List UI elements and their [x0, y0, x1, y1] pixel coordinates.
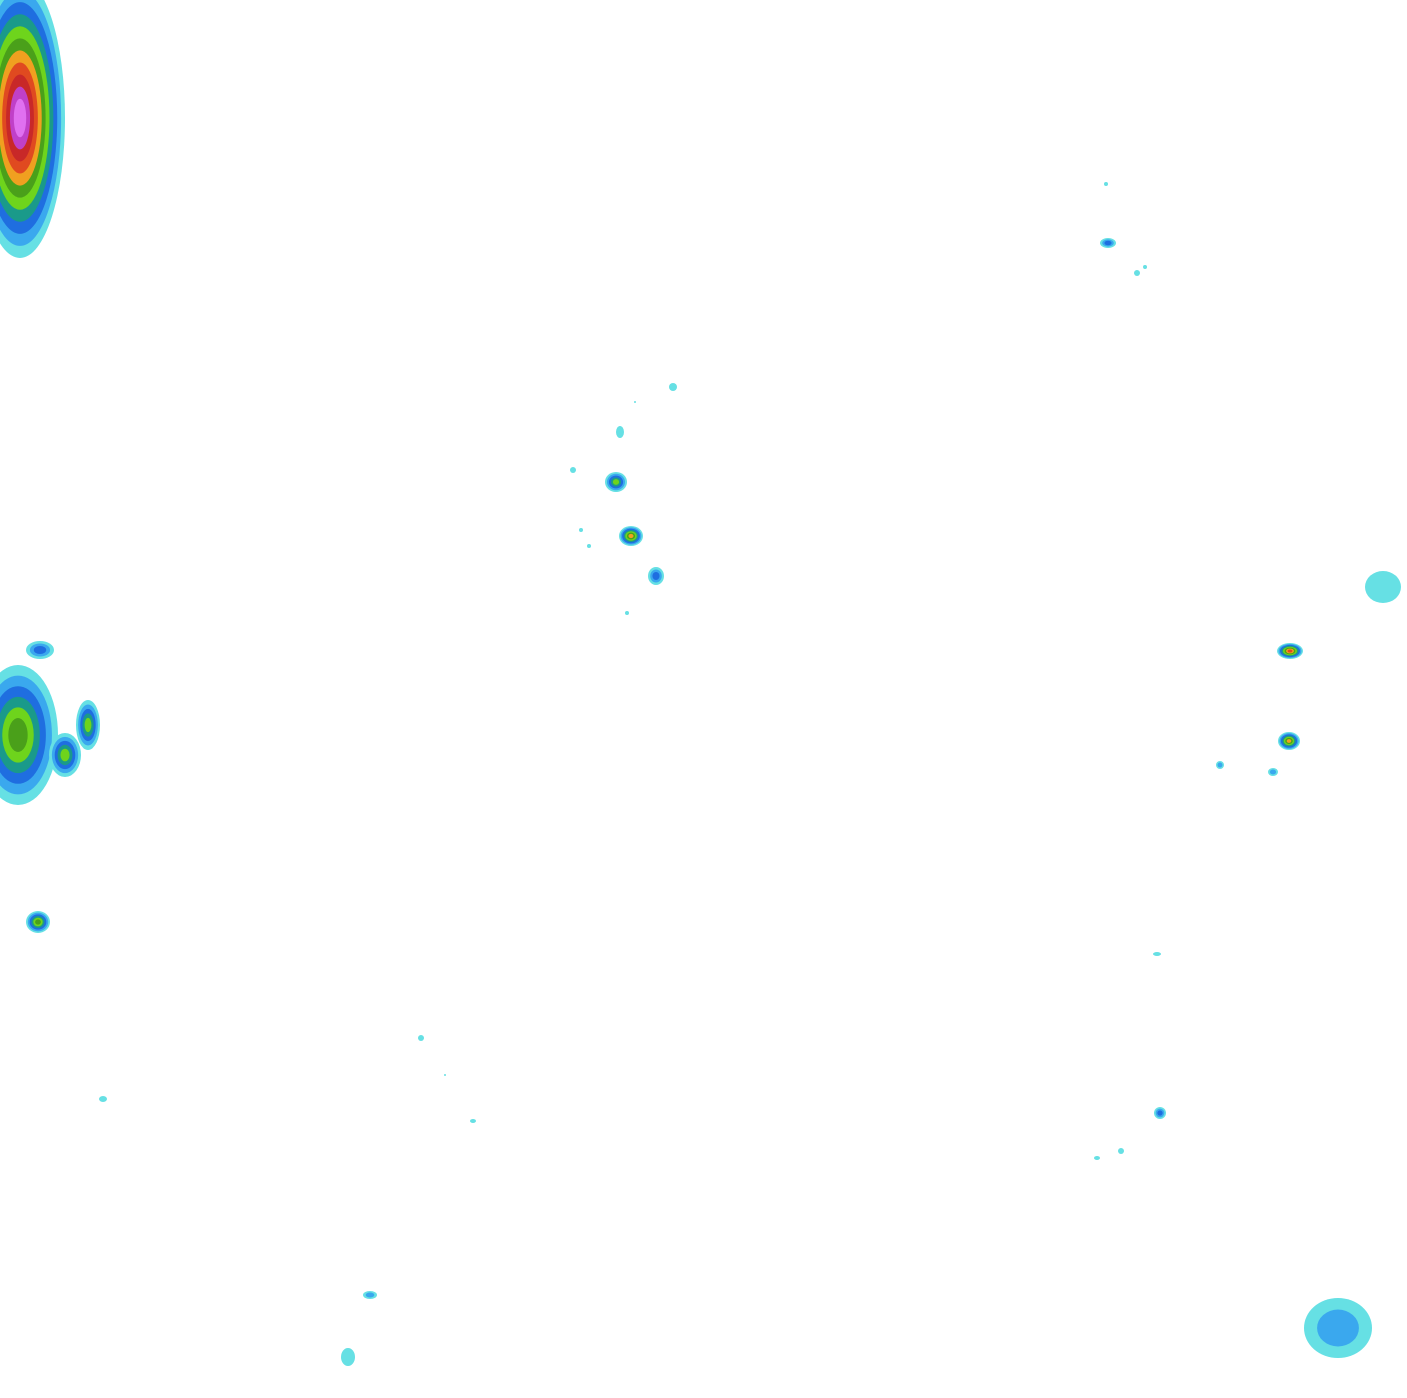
hotspot-center-dot-i [579, 528, 583, 532]
hotspot-bottom-right-blob [1304, 1298, 1372, 1358]
hotspot-center-dot-c [648, 567, 664, 585]
hotspot-left-upper-blob-b [49, 733, 81, 777]
hotspot-layer [0, 0, 1401, 1366]
hotspot-center-dot-a [605, 472, 627, 492]
hotspot-center-dot-d [616, 426, 624, 438]
hotspot-left-mid-dot [26, 911, 50, 933]
hotspot-center-dot-g [625, 611, 629, 615]
contour-level-5 [60, 748, 70, 762]
contour-level-1 [1094, 1156, 1100, 1160]
contour-level-1 [1104, 182, 1108, 186]
contour-level-1 [1153, 952, 1161, 956]
contour-level-7 [628, 533, 634, 539]
hotspot-right-dot-d [1268, 768, 1278, 776]
hotspot-right-dot-c [1216, 761, 1224, 769]
contour-level-7 [1286, 739, 1292, 743]
contour-level-1 [634, 401, 636, 403]
hotspot-top-right-dot-a [1100, 238, 1116, 248]
hotspot-left-lower-dot [99, 1096, 107, 1102]
contour-level-2 [365, 1292, 375, 1298]
hotspot-top-right-dot-d [1143, 265, 1147, 269]
contour-level-2 [1269, 769, 1277, 775]
hotspot-right-dot-e [1153, 952, 1161, 956]
hotspot-right-dot-g [1118, 1148, 1124, 1154]
contour-level-1 [99, 1096, 107, 1102]
contour-level-3 [33, 646, 47, 654]
contour-level-1 [1118, 1148, 1124, 1154]
contour-level-3 [1157, 1110, 1163, 1116]
contour-level-1 [579, 528, 583, 532]
hotspot-bottom-mid-dot-a [363, 1291, 377, 1299]
hotspot-left-lower-lobe [0, 0, 65, 258]
contour-level-1 [587, 544, 591, 548]
contour-level-2 [1317, 1309, 1359, 1347]
contour-level-1 [616, 426, 624, 438]
hotspot-center-dot-h [587, 544, 591, 548]
contour-level-1 [418, 1035, 424, 1041]
hotspot-bottom-mid-dot-b [341, 1348, 355, 1366]
contour-level-1 [1143, 265, 1147, 269]
contour-level-1 [470, 1119, 476, 1123]
hotspot-mid-dot-b [470, 1119, 476, 1123]
hotspot-center-dot-b [619, 526, 643, 546]
hotspot-center-dot-e [669, 383, 677, 391]
contour-level-1 [1134, 270, 1140, 276]
hotspot-left-upper-blob-c [76, 700, 100, 750]
contour-level-1 [625, 611, 629, 615]
contour-level-1 [444, 1074, 446, 1076]
hotspot-right-dot-b [1278, 732, 1300, 750]
hotspot-right-edge-blob [1365, 571, 1401, 603]
hotspot-left-top-dot [26, 641, 54, 659]
contour-level-3 [1104, 240, 1112, 246]
contour-level-5 [612, 479, 620, 485]
contour-level-8 [1287, 649, 1293, 653]
hotspot-center-dot-f [570, 467, 576, 473]
contour-level-6 [35, 919, 41, 925]
hotspot-mid-dot-a [418, 1035, 424, 1041]
contour-level-3 [652, 572, 660, 580]
hotspot-right-dot-f [1154, 1107, 1166, 1119]
contour-level-11 [13, 98, 27, 138]
contour-level-2 [1217, 762, 1223, 768]
hotspot-left-upper-lobe [0, 665, 58, 805]
hotspot-top-right-dot-c [1134, 270, 1140, 276]
hotspot-mid-dot-c [444, 1074, 446, 1076]
hotspot-top-right-dot-b [1104, 182, 1108, 186]
contour-level-1 [669, 383, 677, 391]
contour-level-5 [84, 717, 92, 733]
contour-level-1 [1365, 571, 1401, 603]
contour-level-6 [8, 718, 28, 752]
hotspot-right-dot-h [1094, 1156, 1100, 1160]
contour-level-1 [570, 467, 576, 473]
hotspot-right-dot-a [1277, 643, 1303, 659]
hotspot-center-dot-j [634, 401, 636, 403]
contour-level-1 [341, 1348, 355, 1366]
